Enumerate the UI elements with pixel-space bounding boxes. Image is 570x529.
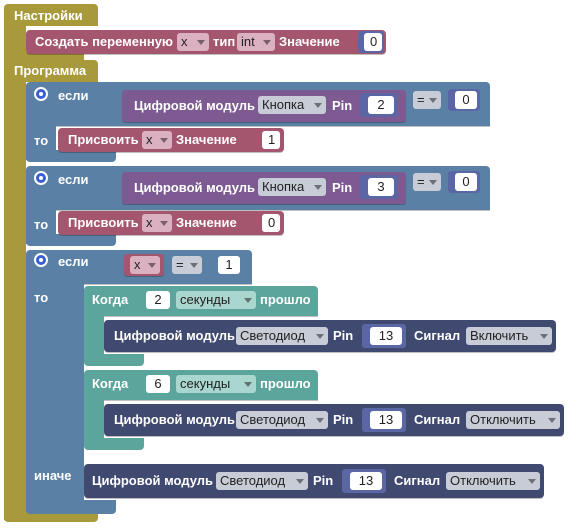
if-label: если [58,88,89,103]
pin-input[interactable]: 13 [370,327,402,345]
gear-icon[interactable] [34,87,48,101]
create-variable-label: Создать переменную [35,34,174,49]
assign-variable-dropdown[interactable]: x [142,131,172,149]
compare-operator-dropdown[interactable]: = [413,91,441,109]
settings-label: Настройки [14,8,83,23]
when-label: Когда [92,292,129,307]
pin-input[interactable]: 13 [350,472,382,490]
assign-label: Присвоить [68,215,139,230]
assign-value-input[interactable]: 1 [262,131,280,149]
signal-label: Сигнал [394,473,441,488]
passed-label: прошло [260,292,311,307]
if-label: если [58,172,89,187]
assign-label: Присвоить [68,132,139,147]
assign-value-input[interactable]: 0 [262,214,280,232]
timer-block-1-bottom [84,354,144,366]
digital-module-label: Цифровой модуль [114,328,236,343]
compare-operator-dropdown[interactable]: = [172,256,202,274]
signal-dropdown[interactable]: Отключить [466,411,560,429]
pin-label: Pin [332,98,353,113]
timer-seconds-input[interactable]: 6 [146,375,170,393]
if-block-3-spine [26,282,84,512]
timer-block-2-bottom [84,438,144,450]
if-block-1-bottom [26,150,116,162]
pin-label: Pin [333,412,354,427]
initial-value-input[interactable]: 0 [364,33,382,51]
when-label: Когда [92,376,129,391]
device-dropdown[interactable]: Светодиод [236,327,328,345]
compare-value-input[interactable]: 1 [218,256,240,274]
value-label: Значение [279,34,340,49]
compare-value-input[interactable]: 0 [455,91,477,109]
program-block[interactable] [4,60,98,82]
compare-value-input[interactable]: 0 [455,173,477,191]
pin-label: Pin [333,328,354,343]
type-dropdown[interactable]: int [237,33,275,51]
gear-icon[interactable] [34,171,48,185]
assign-value-label: Значение [176,215,237,230]
pin-input[interactable]: 13 [370,411,402,429]
timer-block-1-spine [84,314,104,356]
condition-variable-dropdown[interactable]: x [130,256,160,274]
program-label: Программа [14,63,87,78]
device-dropdown[interactable]: Светодиод [216,472,308,490]
then-label: то [34,133,49,148]
device-dropdown[interactable]: Кнопка [258,178,326,196]
timer-unit-dropdown[interactable]: секунды [176,375,256,393]
settings-block[interactable] [4,4,98,26]
then-label: то [34,290,49,305]
if-label: если [58,254,89,269]
assign-value-label: Значение [176,132,237,147]
timer-block-2-spine [84,398,104,440]
timer-seconds-input[interactable]: 2 [146,291,170,309]
signal-label: Сигнал [414,328,461,343]
compare-operator-dropdown[interactable]: = [413,173,441,191]
gear-icon[interactable] [34,253,48,267]
pin-label: Pin [313,473,334,488]
pin-input[interactable]: 2 [368,96,394,114]
device-dropdown[interactable]: Светодиод [236,411,328,429]
device-dropdown[interactable]: Кнопка [258,96,326,114]
assign-variable-dropdown[interactable]: x [142,214,172,232]
passed-label: прошло [260,376,311,391]
digital-module-label: Цифровой модуль [114,412,236,427]
if-block-3-bottom [26,500,116,514]
variable-name-dropdown[interactable]: x [177,33,209,51]
signal-label: Сигнал [414,412,461,427]
digital-module-label: Цифровой модуль [92,473,214,488]
program-spine [4,80,26,520]
digital-module-label: Цифровой модуль [134,98,256,113]
then-label: то [34,217,49,232]
if-block-2-bottom [26,234,116,246]
timer-unit-dropdown[interactable]: секунды [176,291,256,309]
type-label: тип [213,34,236,49]
signal-dropdown[interactable]: Отключить [446,472,540,490]
digital-module-label: Цифровой модуль [134,180,256,195]
pin-label: Pin [332,180,353,195]
pin-input[interactable]: 3 [368,178,394,196]
else-label: иначе [34,468,72,483]
signal-dropdown[interactable]: Включить [466,327,552,345]
